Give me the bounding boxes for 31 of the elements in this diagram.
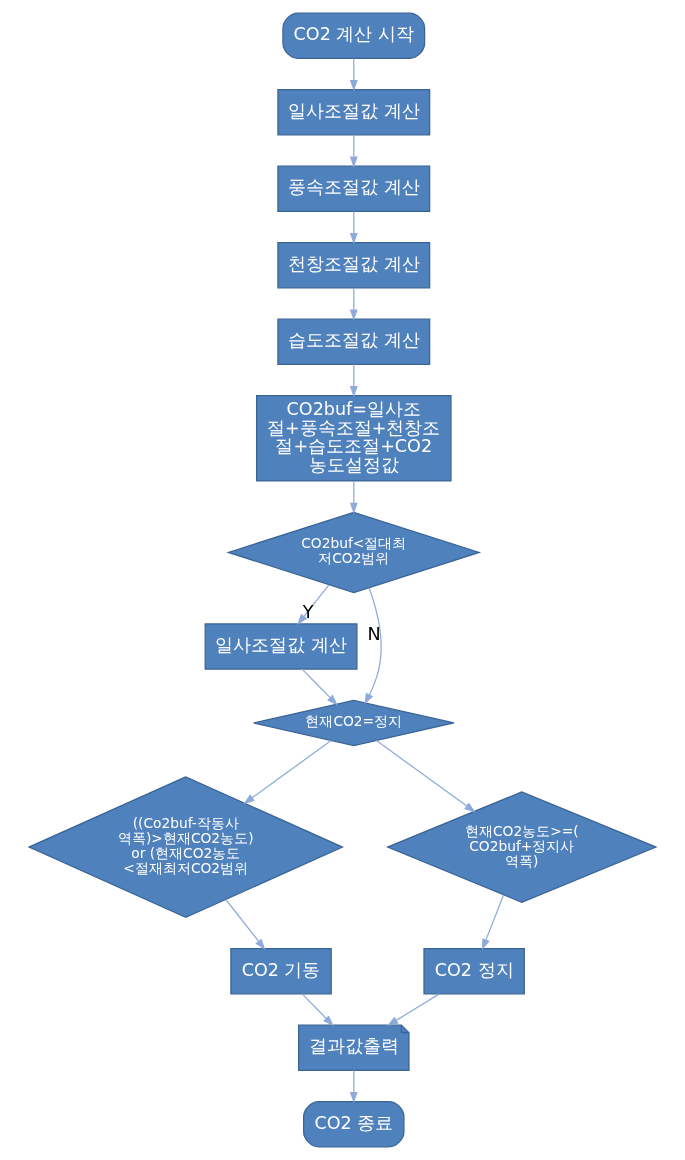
arrow bbox=[349, 287, 358, 321]
arrow bbox=[349, 1069, 358, 1104]
node-box: CO2buf=일사조절+풍속조절+천창조절+습도조절+CO2농도설정값 bbox=[256, 395, 452, 482]
arrow bbox=[349, 363, 358, 398]
edge-label: N bbox=[367, 624, 381, 645]
arrow bbox=[225, 898, 266, 950]
node-box: CO2 계산 시작 bbox=[282, 12, 426, 59]
node-box: 천창조절값 계산 bbox=[277, 242, 431, 289]
arrow bbox=[349, 210, 358, 245]
edge-label: Y bbox=[302, 602, 314, 623]
arrow bbox=[349, 134, 358, 168]
arrow bbox=[349, 480, 358, 515]
node-diamond: 현재CO2=정지 bbox=[253, 699, 455, 747]
node-box: 일사조절값 계산 bbox=[204, 623, 358, 670]
node-box: 풍속조절값 계산 bbox=[277, 165, 431, 212]
node-diamond: 현재CO2농도>=(CO2buf+정지사역폭) bbox=[386, 791, 658, 903]
node-diamond: CO2buf<절대최저CO2범위 bbox=[226, 511, 482, 594]
arrow bbox=[349, 57, 358, 92]
arrow bbox=[364, 587, 382, 705]
arrow bbox=[386, 993, 440, 1027]
arrow bbox=[375, 739, 476, 813]
node-box: CO2 기동 bbox=[230, 948, 332, 995]
node-box: 습도조절값 계산 bbox=[277, 318, 431, 365]
arrow bbox=[481, 894, 505, 951]
node-box: 일사조절값 계산 bbox=[277, 89, 431, 136]
node-diamond: ((Co2buf-작동사역폭)>현재CO2농도) or (현재CO2농도<절재최저CO2범위 bbox=[27, 776, 345, 918]
arrow bbox=[243, 739, 332, 805]
arrow bbox=[301, 993, 334, 1027]
node-box: CO2 종료 bbox=[303, 1101, 405, 1148]
arrow bbox=[301, 668, 338, 706]
node-box: CO2 정지 bbox=[423, 948, 525, 995]
